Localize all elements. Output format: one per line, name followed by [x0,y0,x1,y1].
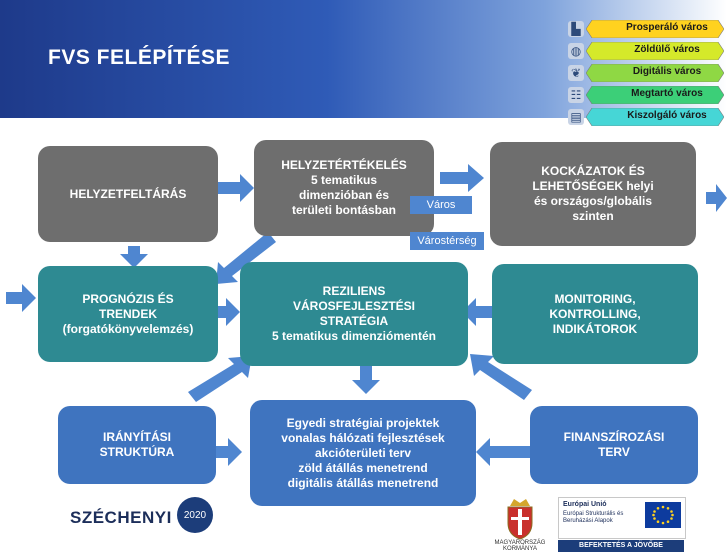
document-icon: ▤ [568,109,584,125]
box-heading: PROGNÓZIS ÉS [82,291,174,306]
box-line: MONITORING, [554,291,636,306]
box-line: vonalas hálózati fejlesztések [281,430,445,445]
eu-banner: BEFEKTETÉS A JÖVŐBE [558,540,684,552]
arrow-diagonal [470,354,532,400]
legend-label: Kiszolgáló város [627,110,707,121]
legend-item-megtarto: ☷ Megtartó város [568,86,724,106]
people-icon: ☷ [568,87,584,103]
szechenyi-logo: SZÉCHENYI [70,508,172,527]
arrow-left [462,298,492,326]
arrow-right [216,438,242,466]
box-line: TERV [598,445,630,459]
arrow-diagonal [188,356,252,402]
box-line: VÁROSFEJLESZTÉSI [292,299,416,313]
legend-item-zoldulo: ◍ Zöldülő város [568,42,724,62]
box-line: FINANSZÍROZÁSI [563,430,665,444]
box-heading: HELYZETÉRTÉKELÉS [281,158,407,172]
page-title: FVS FELÉPÍTÉSE [48,46,231,69]
box-line: szinten [572,209,614,223]
box-line: és országos/globális [533,194,653,208]
hungary-gov-label: MAGYARORSZÁG KORMÁNYA [494,540,546,552]
arrow-diagonal [216,232,276,284]
box-iranyitasi: IRÁNYÍTÁSI STRUKTÚRA [58,406,216,484]
globe-icon: ◍ [568,43,584,59]
box-finanszirozasi: FINANSZÍROZÁSI TERV [530,406,698,484]
legend-item-kiszolgalo: ▤ Kiszolgáló város [568,108,724,128]
arrow-left [476,438,530,466]
box-line: STRATÉGIA [319,314,389,328]
legend-item-prosperalo: ▙ Prosperáló város [568,20,724,40]
box-line: Egyedi stratégiai projektek [286,415,440,430]
arrow-right [218,174,254,202]
box-line: KONTROLLING, [549,306,641,321]
hungary-coat-of-arms-icon [507,499,533,540]
arrow-down [352,366,380,394]
box-heading: KOCKÁZATOK ÉS [541,164,645,178]
legend-label: Digitális város [632,66,702,77]
box-helyzetfeltaras: HELYZETFELTÁRÁS [38,146,218,242]
box-line: akcióterületi terv [314,445,412,460]
arrow-right [706,184,727,212]
eu-subtitle: Európai Strukturális és Beruházási Alapo… [563,511,624,525]
box-line: dimenzióban és [298,188,390,202]
box-prognozis: PROGNÓZIS ÉS TRENDEK (forgatókönyvelemzé… [38,266,218,362]
factory-icon: ▙ [568,21,584,37]
box-line: 5 tematikus [310,173,378,187]
box-line: digitális átállás menetrend [287,475,439,490]
box-line: LEHETŐSÉGEK helyi [532,179,654,193]
box-line: TRENDEK [98,306,157,321]
legend-label: Megtartó város [631,88,703,99]
eu-flag-icon [645,502,681,528]
arrow-right [6,284,36,312]
legend-item-digitalis: ❦ Digitális város [568,64,724,84]
box-line: zöld átállás menetrend [298,460,428,475]
legend-label: Prosperáló város [626,22,708,33]
leaf-icon: ❦ [568,65,584,81]
box-label: HELYZETFELTÁRÁS [69,186,187,201]
box-line: 5 tematikus dimenziómentén [271,329,437,343]
label-varos: Város [410,196,472,214]
box-helyzetertekeles: HELYZETÉRTÉKELÉS 5 tematikus dimenzióban… [254,140,434,236]
box-reziliens: REZILIENS VÁROSFEJLESZTÉSI STRATÉGIA 5 t… [240,262,468,366]
arrow-down [120,246,148,268]
box-heading: REZILIENS [322,284,386,298]
box-line: INDIKÁTOROK [552,321,638,336]
eu-title: Európai Unió [563,501,607,508]
arrow-right [212,298,240,326]
label-varostersek: Várostérség [410,232,484,250]
box-line: IRÁNYÍTÁSI [102,430,171,444]
box-egyedi: Egyedi stratégiai projektek vonalas háló… [250,400,476,506]
box-line: területi bontásban [291,203,396,217]
arrow-right [440,164,484,192]
legend-label: Zöldülő város [634,44,700,55]
box-monitoring: MONITORING, KONTROLLING, INDIKÁTOROK [492,264,698,364]
eu-logo: Európai Unió Európai Strukturális és Ber… [558,497,686,539]
box-line: (forgatókönyvelemzés) [62,321,194,336]
szechenyi-2020-badge: 2020 [177,497,213,533]
box-line: STRUKTÚRA [99,445,175,459]
box-kockazatok: KOCKÁZATOK ÉS LEHETŐSÉGEK helyi és orszá… [490,142,696,246]
